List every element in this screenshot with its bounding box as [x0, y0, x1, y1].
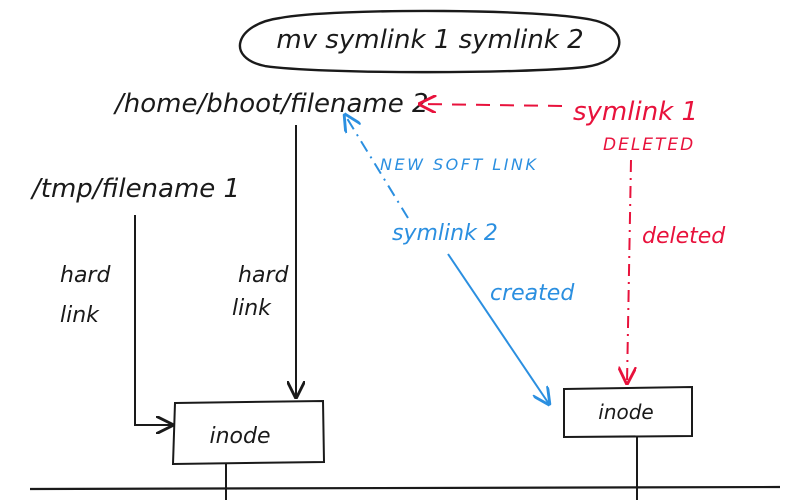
symlink1-label: symlink 1 — [573, 97, 698, 127]
hard-link-left-label-2: link — [60, 303, 100, 328]
inode-left: inode — [171, 399, 326, 466]
symlink1-old-pointer-arrow — [420, 104, 563, 106]
created-label: created — [490, 281, 575, 306]
hard-link-right-label-2: link — [232, 296, 272, 321]
created-arrow — [447, 253, 549, 404]
command-ellipse — [238, 9, 621, 74]
hard-link-right-label-1: hard — [238, 263, 289, 288]
path-home-bhoot-filename2: /home/bhoot/filename 2 — [113, 89, 429, 119]
deleted-label: deleted — [642, 224, 726, 249]
new-soft-link-arrow — [345, 115, 409, 219]
hard-link-left-label-1: hard — [60, 263, 111, 288]
inode-right-label: inode — [598, 400, 653, 424]
symlink1-deleted-arrow — [627, 159, 631, 383]
symlink2-label: symlink 2 — [392, 221, 498, 246]
path-tmp-filename1: /tmp/filename 1 — [30, 174, 240, 204]
inode-right-box — [563, 385, 693, 439]
inode-left-label: inode — [209, 424, 270, 449]
inode-right: inode — [563, 385, 693, 439]
command-bubble: mv symlink 1 symlink 2 — [238, 9, 621, 74]
symlink1-status: DELETED — [603, 135, 695, 155]
new-soft-link-label: NEW SOFT LINK — [380, 155, 538, 174]
inode-left-box — [171, 399, 326, 466]
command-text: mv symlink 1 symlink 2 — [276, 25, 583, 55]
ground-line — [29, 485, 781, 491]
hard-link-arrow-left — [134, 215, 172, 425]
